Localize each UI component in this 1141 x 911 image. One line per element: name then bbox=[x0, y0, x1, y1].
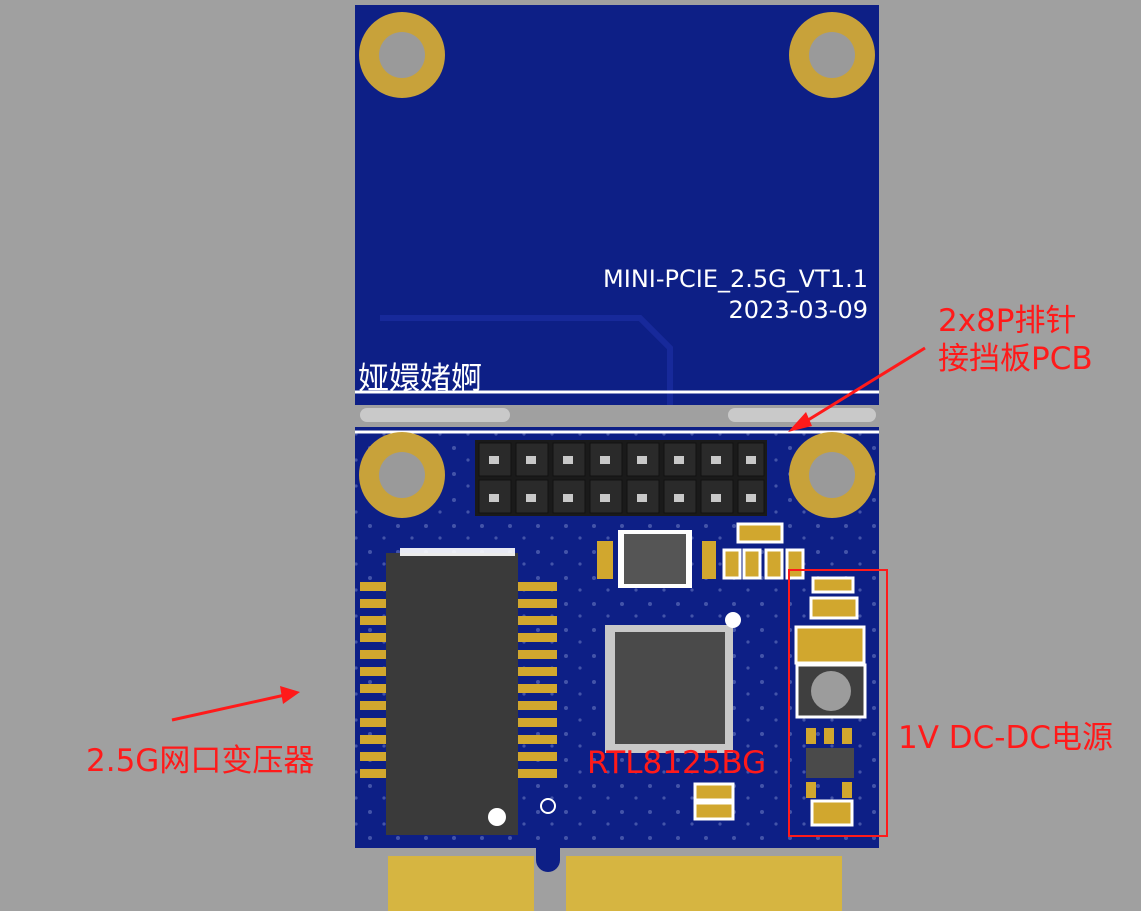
transformer-annotation: 2.5G网口变压器 bbox=[86, 743, 315, 779]
mount-hole-bottom-right bbox=[789, 432, 875, 518]
transformer-arrow bbox=[171, 686, 300, 722]
ethernet-transformer bbox=[360, 548, 557, 835]
header-annotation-line1: 2x8P排针 bbox=[938, 303, 1077, 339]
dcdc-annotation: 1V DC-DC电源 bbox=[898, 720, 1114, 756]
pin-header-2x8 bbox=[475, 440, 767, 516]
edge-connector bbox=[388, 856, 842, 911]
board-maker-label: 娅嬛媎婀 bbox=[358, 361, 482, 397]
header-arrow bbox=[788, 346, 926, 432]
dcdc-highlight-box bbox=[788, 569, 888, 837]
board-model-label: MINI-PCIE_2.5G_VT1.1 bbox=[603, 265, 868, 293]
mount-hole-bottom-left bbox=[359, 432, 445, 518]
upper-board bbox=[355, 5, 879, 405]
header-annotation: 2x8P排针 接挡板PCB bbox=[938, 302, 1093, 378]
header-annotation-line2: 接挡板PCB bbox=[938, 341, 1093, 377]
chip-annotation: RTL8125BG bbox=[587, 745, 767, 781]
rtl8125bg-chip bbox=[605, 612, 741, 753]
crystal bbox=[597, 530, 716, 588]
board-date-label: 2023-03-09 bbox=[728, 296, 868, 324]
mount-hole-top-right bbox=[789, 12, 875, 98]
dcdc-components bbox=[794, 576, 867, 827]
mount-hole-top-left bbox=[359, 12, 445, 98]
